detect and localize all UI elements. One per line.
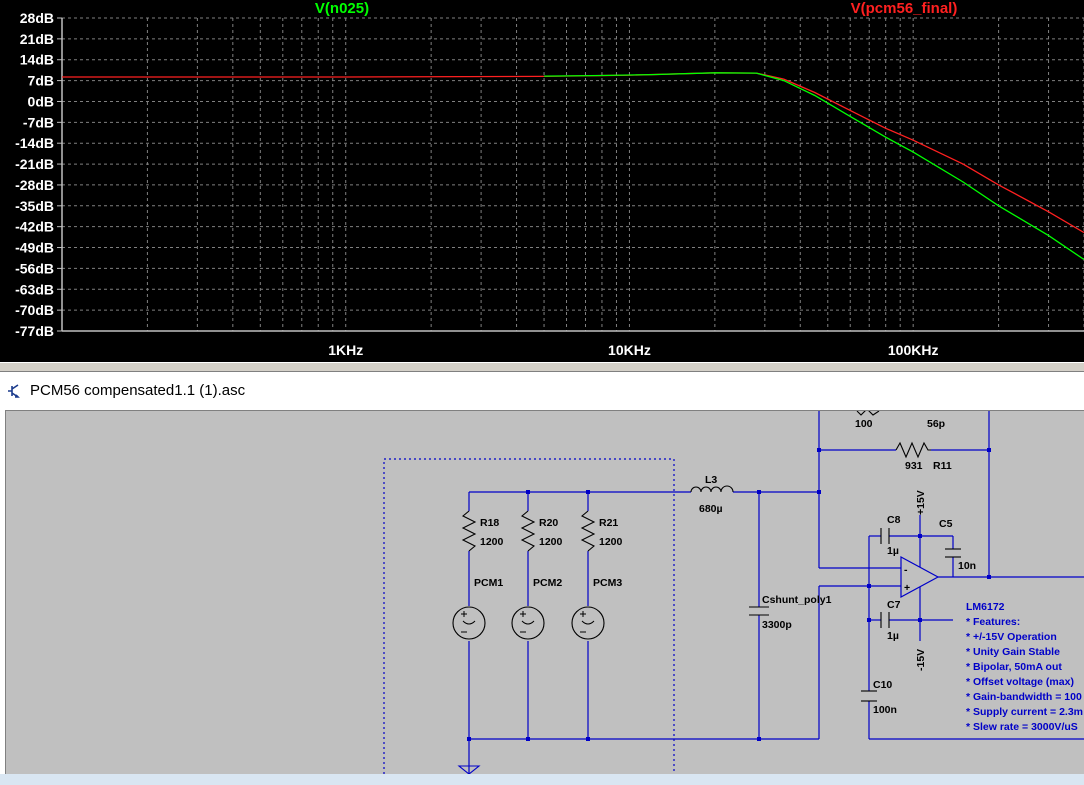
y-tick-label: -49dB <box>15 240 54 256</box>
label-c10-value: 100n <box>873 704 897 716</box>
junction-dots <box>467 448 991 741</box>
note-line: * Offset voltage (max) <box>966 676 1074 688</box>
note-line: * Slew rate = 3000V/uS <box>966 721 1078 733</box>
pane-splitter[interactable] <box>0 362 1084 372</box>
label-pcm2: PCM2 <box>533 577 562 589</box>
trace-label-v-n025[interactable]: V(n025) <box>315 0 369 17</box>
label-r18-value: 1200 <box>480 536 504 548</box>
resistor-r18 <box>461 510 477 552</box>
schematic-window: PCM56 compensated1.1 (1).asc <box>0 372 1084 785</box>
schematic-title: PCM56 compensated1.1 (1).asc <box>30 382 246 399</box>
label-r18-name: R18 <box>480 517 499 529</box>
label-l3-value: 680µ <box>699 503 723 515</box>
resistor-r21 <box>580 510 596 552</box>
note-line: * Features: <box>966 616 1020 628</box>
label-r11-value: 931 <box>905 460 923 472</box>
note-line: * Supply current = 2.3m <box>966 706 1083 718</box>
note-line: * Gain-bandwidth = 100 <box>966 691 1082 703</box>
y-tick-label: -21dB <box>15 156 54 172</box>
x-tick-label: 1KHz <box>328 342 363 358</box>
trace-v-pcm56-final <box>62 72 1084 234</box>
note-line: * +/-15V Operation <box>966 631 1057 643</box>
y-tick-label: -63dB <box>15 281 54 297</box>
status-strip <box>0 774 1084 785</box>
source-pcm3 <box>571 606 605 640</box>
note-line: LM6172 <box>966 601 1005 613</box>
label-c5-name: C5 <box>939 518 953 530</box>
y-tick-label: 21dB <box>20 31 54 47</box>
x-axis-ticks: 1KHz 10KHz 100KHz <box>328 342 938 358</box>
label-r21-name: R21 <box>599 517 618 529</box>
components <box>452 411 961 775</box>
label-pcm1: PCM1 <box>474 577 503 589</box>
trace-v-n025 <box>543 72 1084 261</box>
dashed-group-box <box>383 458 675 775</box>
bode-plot[interactable]: 28dB 21dB 14dB 7dB 0dB -7dB -14dB -21dB -28dB -35… <box>0 0 1084 362</box>
schematic-titlebar[interactable]: PCM56 compensated1.1 (1).asc <box>0 372 1084 409</box>
label-cshunt-value: 3300p <box>762 619 792 631</box>
label-c10-name: C10 <box>873 679 892 691</box>
source-pcm1 <box>452 606 486 640</box>
label-r20-name: R20 <box>539 517 558 529</box>
label-pcm3: PCM3 <box>593 577 622 589</box>
label-c8-value: 1µ <box>887 545 899 557</box>
source-pcm2 <box>511 606 545 640</box>
inductor-l3 <box>690 485 734 493</box>
wires <box>383 411 1084 775</box>
note-line: * Bipolar, 50mA out <box>966 661 1062 673</box>
lm6172-notes: LM6172 * Features: * +/-15V Operation * Uni… <box>966 601 1083 733</box>
label-l3-name: L3 <box>705 474 717 486</box>
label-c7-value: 1µ <box>887 630 899 642</box>
plot-traces <box>62 72 1084 261</box>
y-tick-label: -28dB <box>15 177 54 193</box>
y-tick-label: -77dB <box>15 323 54 339</box>
label-c8-name: C8 <box>887 514 901 526</box>
y-tick-label: -35dB <box>15 198 54 214</box>
label-vneg: -15V <box>915 649 927 671</box>
label-c5-value: 10n <box>958 560 976 572</box>
trace-label-v-pcm56-final[interactable]: V(pcm56_final) <box>851 0 958 17</box>
label-r11-name: R11 <box>933 460 952 472</box>
label-c7-name: C7 <box>887 599 901 611</box>
y-tick-label: -7dB <box>23 114 54 130</box>
label-vpos: +15V <box>915 490 927 515</box>
label-r20-value: 1200 <box>539 536 563 548</box>
y-tick-label: 7dB <box>28 73 54 89</box>
schematic-canvas[interactable]: 100 56p 931 R11 L3 680µ R18 1200 R20 120… <box>5 410 1084 775</box>
y-axis-ticks: 28dB 21dB 14dB 7dB 0dB -7dB -14dB -21dB -28dB -35… <box>15 10 62 339</box>
x-tick-label: 10KHz <box>608 342 651 358</box>
plot-frame <box>61 18 1084 332</box>
resistor-r20 <box>520 510 536 552</box>
y-tick-label: -56dB <box>15 260 54 276</box>
waveform-plot-pane[interactable]: 28dB 21dB 14dB 7dB 0dB -7dB -14dB -21dB -28dB -35… <box>0 0 1084 362</box>
label-r-top-value: 100 <box>855 418 873 430</box>
label-c-top-value: 56p <box>927 418 945 430</box>
plot-grid <box>61 17 1084 332</box>
y-tick-label: -42dB <box>15 219 54 235</box>
label-cshunt-name: Cshunt_poly1 <box>762 594 832 606</box>
ltspice-schematic-icon <box>8 383 20 398</box>
x-tick-label: 100KHz <box>888 342 939 358</box>
label-r21-value: 1200 <box>599 536 623 548</box>
y-tick-label: 0dB <box>28 93 54 109</box>
y-tick-label: -14dB <box>15 135 54 151</box>
resistor-r11 <box>895 441 931 459</box>
note-line: * Unity Gain Stable <box>966 646 1060 658</box>
y-tick-label: -70dB <box>15 302 54 318</box>
y-tick-label: 28dB <box>20 10 54 26</box>
y-tick-label: 14dB <box>20 52 54 68</box>
schematic-drawing[interactable]: 100 56p 931 R11 L3 680µ R18 1200 R20 120… <box>6 411 1084 775</box>
opamp-plus-sign: + <box>904 582 910 594</box>
opamp-minus-sign: - <box>904 564 908 576</box>
